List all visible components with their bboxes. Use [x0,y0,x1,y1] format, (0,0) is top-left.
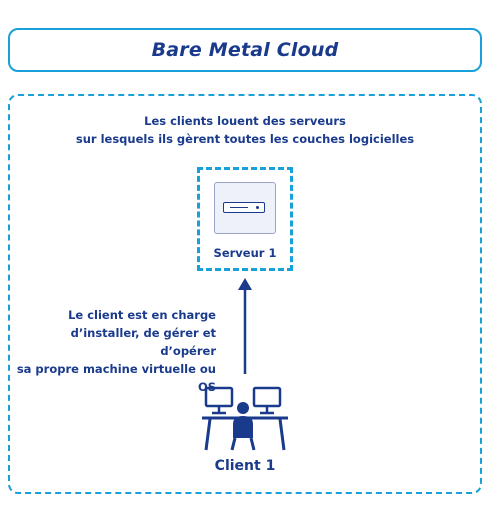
description-line-1: Les clients louent des serveurs [144,114,346,128]
workstation-user-icon [202,386,288,451]
client-responsibility-note: Le client est en charge d’installer, de … [16,306,216,396]
arrow-up-icon [238,278,252,374]
server-box: Serveur 1 [197,167,293,271]
server-icon [214,182,276,234]
note-line-3: sa propre machine virtuelle ou OS [16,362,216,394]
description-line-2: sur lesquels ils gèrent toutes les couch… [75,132,415,146]
diagram-title: Bare Metal Cloud [151,39,339,61]
title-box: Bare Metal Cloud [8,28,482,72]
bare-metal-container [8,94,482,494]
note-line-2: d’installer, de gérer et d’opérer [70,326,216,358]
note-line-1: Le client est en charge [68,308,216,322]
server-drive-slot [223,202,265,213]
description: Les clients louent des serveurs sur lesq… [0,112,490,148]
client-label: Client 1 [214,458,276,474]
server-label: Serveur 1 [213,246,277,260]
